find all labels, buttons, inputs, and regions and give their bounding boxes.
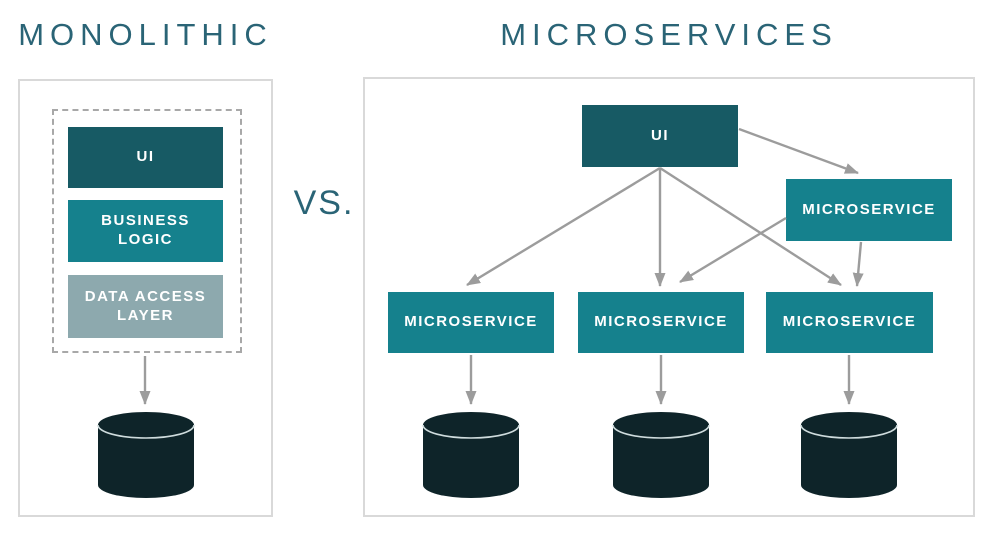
microservices-title: MICROSERVICES xyxy=(500,17,838,52)
vs-label: VS. xyxy=(293,184,355,222)
microservice-node-3: MICROSERVICE xyxy=(766,292,933,353)
monolith-dashed-boundary xyxy=(52,109,242,353)
microservice-node-2: MICROSERVICE xyxy=(578,292,744,353)
monolith-business-logic-layer: BUSINESS LOGIC xyxy=(68,200,223,262)
microservices-ui-node: UI xyxy=(582,105,738,167)
microservice-node-1: MICROSERVICE xyxy=(388,292,554,353)
monolith-data-access-layer: DATA ACCESS LAYER xyxy=(68,275,223,338)
microservice-gateway-node: MICROSERVICE xyxy=(786,179,952,241)
monolithic-title: MONOLITHIC xyxy=(18,17,273,52)
monolith-ui-layer: UI xyxy=(68,127,223,188)
